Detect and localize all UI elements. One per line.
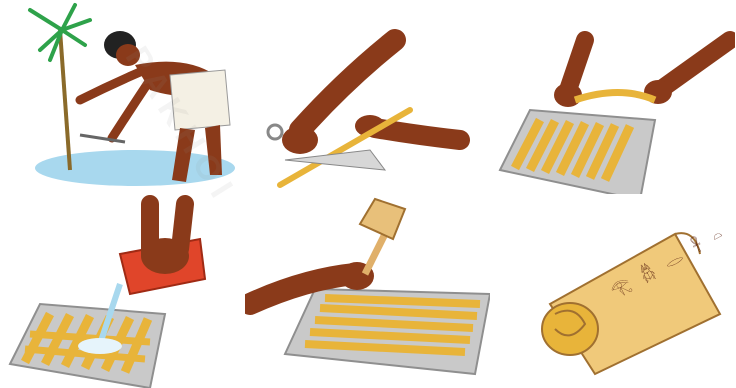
hands: [141, 238, 189, 274]
arm: [300, 40, 395, 130]
panel-cutting-strips: [245, 0, 490, 194]
cutting-illustration: [245, 0, 490, 194]
harvest-illustration: [0, 0, 245, 194]
hand: [282, 126, 318, 154]
hammering-illustration: [245, 194, 490, 388]
papyrus-plant: [30, 5, 90, 170]
laying-illustration: [490, 0, 735, 194]
pouring-illustration: [0, 194, 245, 388]
mallet-handle: [365, 234, 385, 274]
mallet-icon: [360, 199, 405, 239]
panel-harvesting-reeds: [0, 0, 245, 194]
panel-hammering: [245, 194, 490, 388]
water-pool: [35, 150, 235, 186]
hieroglyph: 𓋹: [689, 234, 709, 257]
water-splash: [78, 338, 122, 354]
left-hand: [554, 83, 582, 107]
panel-pouring-water: [0, 194, 245, 388]
held-strip: [575, 93, 655, 101]
panel-laying-strips: [490, 0, 735, 194]
panel-finished-scroll: 𓂀 𓆣 𓂋 𓋹 𓏏: [490, 194, 735, 388]
